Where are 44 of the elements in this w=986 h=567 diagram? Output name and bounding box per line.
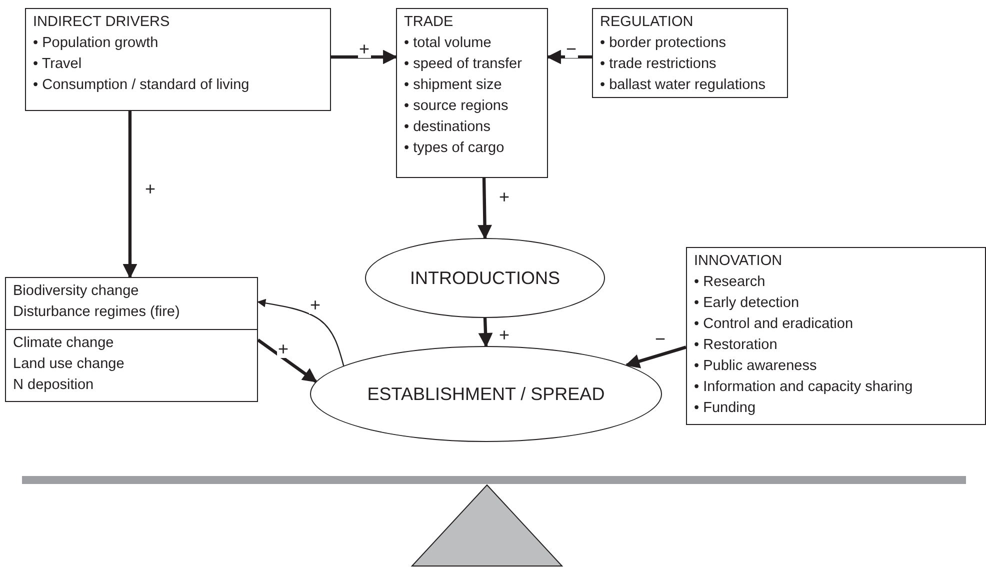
process-box: [5, 329, 258, 402]
list-item: N deposition: [13, 376, 95, 395]
list-item: • Restoration: [694, 336, 778, 355]
arrow: [478, 178, 492, 240]
node-title: ESTABLISHMENT / SPREAD: [367, 384, 605, 404]
list-item: • Early detection: [694, 294, 800, 313]
box-heading: REGULATION: [600, 13, 694, 32]
arrow: [122, 111, 138, 278]
box-heading: TRADE: [404, 13, 454, 32]
arrow: [625, 346, 686, 368]
list-item: • source regions: [404, 97, 510, 116]
arrow: [331, 50, 398, 64]
box-heading: INDIRECT DRIVERS: [33, 13, 171, 32]
list-item: • Travel: [33, 55, 83, 74]
list-item: • Control and eradication: [694, 315, 854, 334]
list-item: • trade restrictions: [600, 55, 718, 74]
list-item: Land use change: [13, 355, 126, 374]
list-item: • Information and capacity sharing: [694, 378, 914, 397]
list-item: • Research: [694, 273, 766, 292]
list-item: • Population growth: [33, 34, 160, 53]
process-box: [5, 277, 258, 330]
list-item: • shipment size: [404, 76, 503, 95]
list-item: • Funding: [694, 399, 757, 418]
list-item: • destinations: [404, 118, 492, 137]
process-box: [686, 247, 986, 425]
list-item: • total volume: [404, 34, 492, 53]
list-item: • Public awareness: [694, 357, 818, 376]
list-item: Climate change: [13, 334, 115, 353]
arrow: [257, 298, 344, 366]
box-heading: INNOVATION: [694, 252, 784, 271]
list-item: • types of cargo: [404, 139, 506, 158]
process-box: [396, 8, 548, 178]
list-item: • speed of transfer: [404, 55, 523, 74]
list-item: • border protections: [600, 34, 727, 53]
arrow: [257, 338, 318, 383]
node-title: INTRODUCTIONS: [410, 268, 560, 288]
process-box: [592, 8, 788, 98]
process-box: [25, 8, 331, 111]
list-item: Disturbance regimes (fire): [13, 303, 181, 322]
arrow: [478, 318, 493, 348]
list-item: • ballast water regulations: [600, 76, 766, 95]
list-item: • Consumption / standard of living: [33, 76, 250, 95]
list-item: Biodiversity change: [13, 282, 140, 301]
arrow: [546, 50, 592, 64]
